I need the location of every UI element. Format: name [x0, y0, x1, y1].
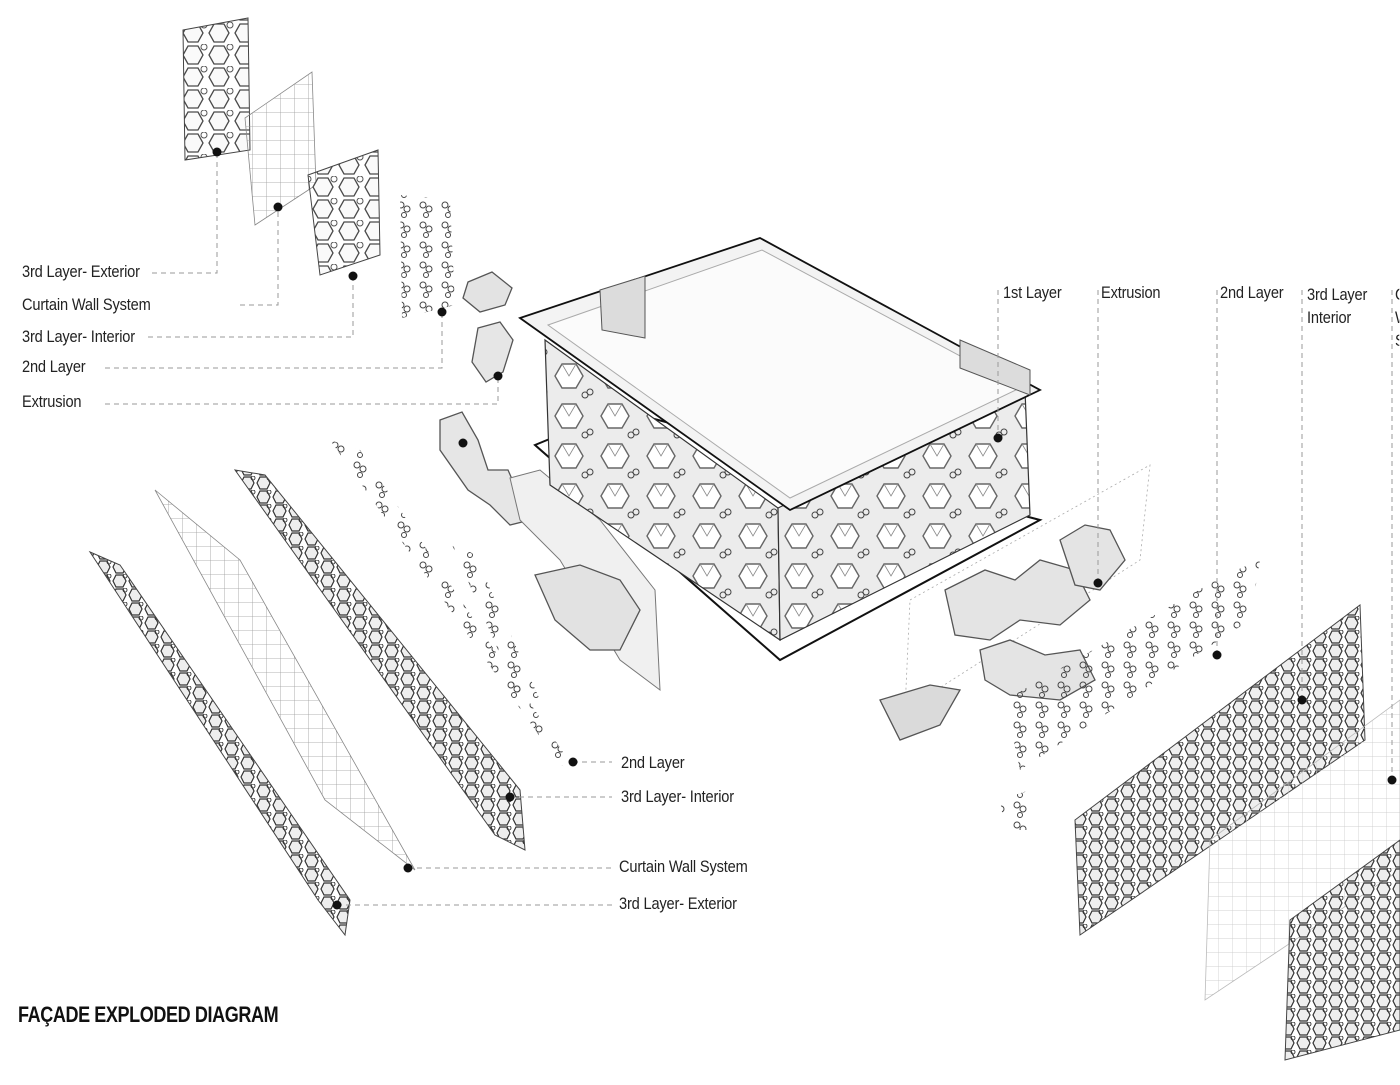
lower-second-layer: [330, 440, 575, 770]
label-upper-interior: 3rd Layer- Interior: [22, 327, 135, 346]
label-lower-interior: 3rd Layer- Interior: [621, 787, 734, 806]
building-volume: [518, 237, 1043, 662]
lower-interior-panel: [233, 469, 526, 851]
right-exterior-panel: [1284, 839, 1400, 1061]
upper-second-layer: [400, 195, 455, 318]
label-right-extrusion: Extrusion: [1101, 283, 1161, 302]
label-right-second-layer: 2nd Layer: [1220, 283, 1284, 302]
upper-exterior-panel: [182, 17, 251, 161]
label-upper-second-layer: 2nd Layer: [22, 357, 86, 376]
label-right-first-layer: 1st Layer: [1003, 283, 1062, 302]
label-upper-extrusion: Extrusion: [22, 392, 82, 411]
upper-curtain-wall-grid: [244, 71, 317, 226]
label-upper-curtain-wall: Curtain Wall System: [22, 295, 151, 314]
diagram-title: FAÇADE EXPLODED DIAGRAM: [18, 1002, 279, 1027]
right-curtain-wall-grid: [1204, 699, 1400, 1001]
leader-lines: [105, 152, 1393, 906]
upper-interior-panel: [307, 149, 381, 276]
label-upper-exterior: 3rd Layer- Exterior: [22, 262, 140, 281]
right-extrusion-pieces: [879, 524, 1126, 741]
label-lower-exterior: 3rd Layer- Exterior: [619, 894, 737, 913]
label-right-interior: 3rd Layer Interior: [1307, 285, 1368, 327]
lower-exterior-panel: [88, 550, 351, 937]
label-lower-second-layer: 2nd Layer: [621, 753, 685, 772]
right-extrusion-frame: [904, 464, 1151, 711]
label-right-cut-off: C W S: [1395, 283, 1399, 352]
label-lower-curtain-wall: Curtain Wall System: [619, 857, 748, 876]
lower-curtain-wall-grid: [154, 489, 416, 871]
marker-dots: [212, 147, 1397, 910]
right-second-layer: [1000, 560, 1260, 830]
upper-extrusion-pieces: [462, 271, 514, 383]
